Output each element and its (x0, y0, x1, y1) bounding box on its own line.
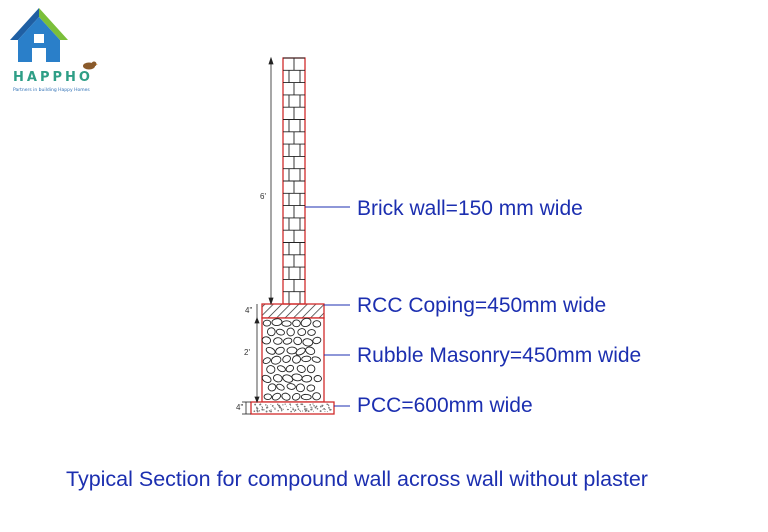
logo-tagline: Partners in building Happy Homes (13, 88, 90, 93)
coping-height-dimension: 4" (245, 306, 253, 315)
rcc-coping (261, 303, 325, 319)
leader-lines (305, 206, 350, 407)
bird-icon (83, 61, 98, 70)
masonry-height-dimension: 2' (244, 348, 250, 357)
pcc-height-dimension: 4" (236, 403, 244, 412)
logo-wordmark: HAPPHO (13, 70, 93, 85)
brick-wall (282, 57, 306, 305)
rcc-coping-label: RCC Coping=450mm wide (357, 294, 607, 317)
pcc-label: PCC=600mm wide (357, 394, 533, 417)
diagram-caption: Typical Section for compound wall across… (66, 467, 648, 491)
pcc-layer (250, 401, 335, 415)
happho-logo[interactable]: HAPPHO Partners in building Happy Homes (6, 4, 106, 96)
rubble-masonry-label: Rubble Masonry=450mm wide (357, 344, 642, 367)
brick-wall-label: Brick wall=150 mm wide (357, 197, 583, 220)
house-roof-icon (10, 8, 68, 62)
brick-height-dimension: 6' (260, 192, 266, 201)
rubble-masonry (261, 317, 325, 403)
dimension-lines (242, 56, 274, 415)
